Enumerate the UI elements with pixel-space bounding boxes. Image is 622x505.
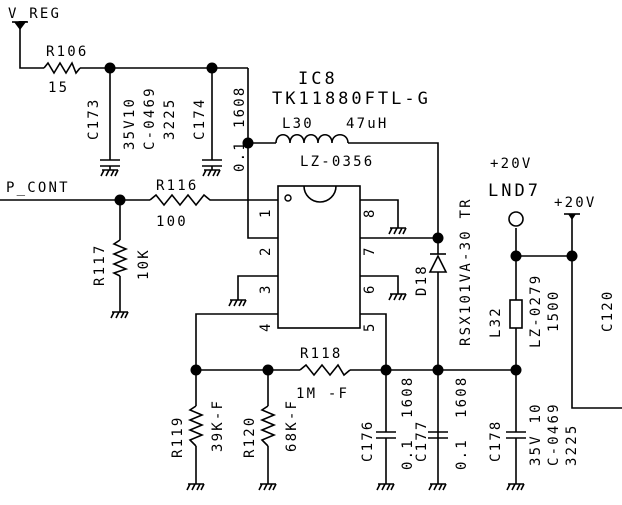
ic-pin-8: 8 — [362, 207, 378, 218]
c177-ref: C177 — [414, 419, 430, 462]
c174-size: 1608 — [232, 85, 248, 128]
plus20v-rail: +20V — [554, 195, 597, 220]
capacitor-c176: C176 0.1 1608 — [360, 375, 416, 484]
r116-ref: R116 — [156, 178, 199, 194]
r117-ref: R117 — [92, 243, 108, 286]
c178-size: 3225 — [564, 423, 580, 466]
c120-ref: C120 — [600, 289, 616, 332]
capacitor-c174: C174 0.1 1608 — [192, 85, 248, 177]
c174-value: 0.1 — [232, 140, 248, 172]
inductor-l30: L30 47uH LZ-0356 — [275, 116, 389, 170]
c178-part: C-0469 — [546, 402, 562, 466]
lnd7-ref: LND7 — [488, 181, 541, 201]
v-reg-label: V_REG — [8, 6, 61, 22]
l32-value: 1500 — [546, 289, 562, 332]
d18-part: RSX101VA-30 TR — [458, 197, 474, 346]
r120-value: 68K-F — [284, 399, 300, 452]
r119-ref: R119 — [170, 415, 186, 458]
plus20v-label-b: +20V — [554, 195, 597, 211]
lnd7-terminal: +20V LND7 — [488, 156, 541, 227]
ic-pin-3: 3 — [258, 283, 274, 294]
resistor-r106: R106 15 — [43, 44, 89, 96]
c173-ref: C173 — [86, 97, 102, 140]
ic8-ref: IC8 — [298, 69, 338, 89]
resistor-r118: R118 1M -F — [296, 346, 351, 402]
c177-size: 1608 — [454, 375, 470, 418]
r116-value: 100 — [156, 214, 188, 230]
resistor-r120: R120 68K-F — [242, 399, 300, 458]
resistor-r117: R117 10K — [92, 239, 152, 319]
ic8-body: 1 2 3 4 5 6 7 8 — [258, 185, 378, 332]
ic-pin-4: 4 — [258, 321, 274, 332]
resistor-r116: R116 100 — [149, 178, 214, 230]
l30-ref: L30 — [282, 116, 314, 132]
c173-value: 35V10 — [122, 97, 138, 150]
plus20v-label-a: +20V — [490, 156, 533, 172]
v-reg-source: V_REG — [8, 6, 61, 30]
c176-size: 1608 — [400, 375, 416, 418]
r118-value: 1M -F — [296, 386, 349, 402]
capacitor-c173: C173 35V10 C-0469 3225 — [86, 86, 178, 177]
resistor-r119: R119 39K-F — [170, 399, 226, 458]
ic-pin-7: 7 — [362, 245, 378, 256]
ic-pin-5: 5 — [362, 321, 378, 332]
c174-ref: C174 — [192, 97, 208, 140]
r118-ref: R118 — [300, 346, 343, 362]
c176-value: 0.1 — [400, 438, 416, 470]
c178-ref: C178 — [488, 419, 504, 462]
l30-part: LZ-0356 — [300, 154, 374, 170]
c173-part: C-0469 — [142, 86, 158, 150]
l32-part: LZ-0279 — [528, 274, 544, 348]
r106-ref: R106 — [46, 44, 89, 60]
r117-value: 10K — [136, 248, 152, 280]
c178-value: 35V 10 — [528, 402, 544, 466]
diode-d18: D18 RSX101VA-30 TR — [414, 197, 474, 346]
l30-value: 47uH — [346, 116, 389, 132]
p-cont-label: P_CONT — [6, 180, 70, 196]
ic-pin-6: 6 — [362, 283, 378, 294]
d18-ref: D18 — [414, 264, 430, 296]
c173-size: 3225 — [162, 97, 178, 140]
c176-ref: C176 — [360, 419, 376, 462]
ic8-part: TK11880FTL-G — [272, 89, 431, 109]
l32-ref: L32 — [488, 306, 504, 338]
r119-value: 39K-F — [210, 399, 226, 452]
capacitor-c177: C177 0.1 1608 — [414, 375, 470, 470]
r106-value: 15 — [48, 80, 69, 96]
r120-ref: R120 — [242, 415, 258, 458]
c177-value: 0.1 — [454, 438, 470, 470]
ic-pin-1: 1 — [258, 207, 274, 218]
ic-pin-2: 2 — [258, 245, 274, 256]
ferrite-l32: L32 LZ-0279 1500 — [488, 274, 562, 348]
capacitor-c178: C178 35V 10 C-0469 3225 — [488, 402, 580, 466]
junctions — [104, 62, 578, 376]
